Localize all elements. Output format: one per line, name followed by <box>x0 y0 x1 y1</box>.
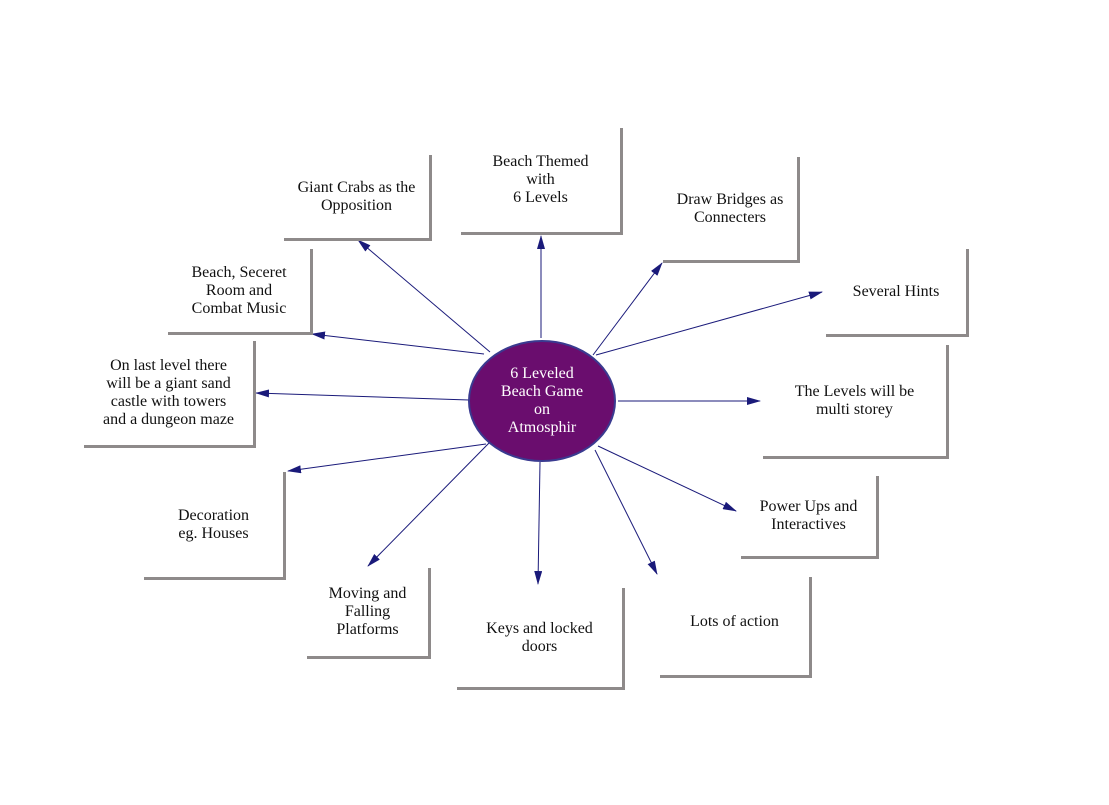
arrow-several-hints <box>595 291 823 356</box>
arrow-sand-castle <box>255 389 470 401</box>
topic-label: Beach Themed with 6 Levels <box>492 153 589 206</box>
topic-box-beach-themed: Beach Themed with 6 Levels <box>461 128 623 235</box>
topic-box-music: Beach, Seceret Room and Combat Music <box>168 249 313 335</box>
arrow-draw-bridges <box>592 262 663 356</box>
arrow-music <box>311 331 485 355</box>
topic-box-giant-crabs: Giant Crabs as the Opposition <box>284 155 432 241</box>
central-topic-node: 6 Leveled Beach Game on Atmosphir <box>468 340 616 462</box>
topic-label: Giant Crabs as the Opposition <box>297 178 416 214</box>
arrow-lots-of-action <box>594 449 658 575</box>
topic-box-draw-bridges: Draw Bridges as Connecters <box>663 157 800 263</box>
topic-label: Moving and Falling Platforms <box>328 585 407 638</box>
topic-label: Several Hints <box>852 282 940 300</box>
topic-box-keys-locked-doors: Keys and locked doors <box>457 588 625 690</box>
topic-box-lots-of-action: Lots of action <box>660 577 812 678</box>
central-topic-label: 6 Leveled Beach Game on Atmosphir <box>500 365 584 436</box>
topic-label: Draw Bridges as Connecters <box>676 190 784 226</box>
arrow-keys-locked-doors <box>534 461 543 585</box>
arrow-moving-platforms <box>367 441 491 567</box>
topic-label: Power Ups and Interactives <box>759 498 858 533</box>
topic-label: Decoration eg. Houses <box>177 506 250 542</box>
topic-label: The Levels will be multi storey <box>794 382 915 418</box>
topic-box-multi-storey: The Levels will be multi storey <box>763 345 949 459</box>
topic-label: Lots of action <box>690 613 779 630</box>
topic-label: Keys and locked doors <box>486 619 593 655</box>
topic-box-decoration: Decoration eg. Houses <box>144 472 286 580</box>
topic-label: On last level there will be a giant sand… <box>102 357 235 428</box>
topic-box-power-ups: Power Ups and Interactives <box>741 476 879 559</box>
topic-box-moving-platforms: Moving and Falling Platforms <box>307 568 431 659</box>
topic-label: Beach, Seceret Room and Combat Music <box>191 263 287 317</box>
arrow-giant-crabs <box>357 239 491 353</box>
arrow-decoration <box>287 443 487 474</box>
arrow-power-ups <box>597 445 737 512</box>
topic-box-sand-castle: On last level there will be a giant sand… <box>84 341 256 448</box>
topic-box-several-hints: Several Hints <box>826 249 969 337</box>
